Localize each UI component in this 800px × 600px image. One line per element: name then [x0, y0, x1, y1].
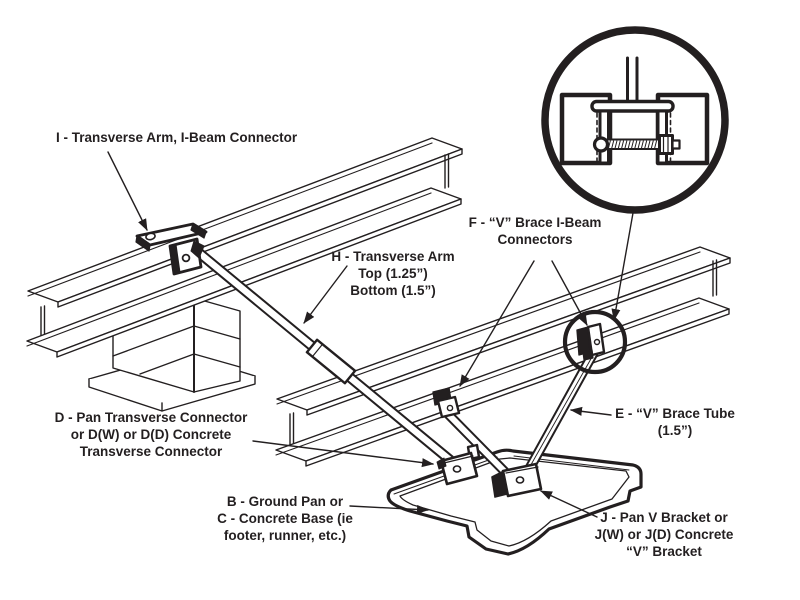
- leader-f-left: [459, 260, 535, 387]
- leader-h: [303, 265, 348, 324]
- leader-d: [252, 440, 434, 468]
- detail-inset-circle: [541, 26, 729, 214]
- d-pan-transverse-connector: [436, 443, 481, 486]
- leader-i: [107, 151, 148, 231]
- upper-i-beam: [26, 137, 463, 358]
- f-connector-left: [432, 387, 461, 419]
- label-h-arm: H - Transverse Arm Top (1.25”) Bottom (1…: [331, 249, 455, 298]
- inset-through-bolt: [592, 134, 681, 155]
- i-beam-connector: [135, 222, 208, 276]
- arm-coupler-sleeve: [305, 338, 357, 385]
- label-i-connector: I - Transverse Arm, I-Beam Connector: [56, 130, 298, 145]
- leader-b-c: [349, 504, 429, 514]
- label-j-bracket: J - Pan V Bracket or J(W) or J(D) Concre…: [594, 510, 734, 559]
- f-connector-right: [576, 322, 606, 361]
- detail-target-circle: [562, 309, 628, 375]
- inset-connector-cap: [590, 99, 675, 113]
- leader-f-right: [551, 260, 588, 326]
- label-f-connectors: F - “V” Brace I-Beam Connectors: [468, 215, 602, 247]
- leader-e: [570, 406, 612, 416]
- inset-brace-tube: [626, 56, 639, 104]
- label-d-connector: D - Pan Transverse Connector or D(W) or …: [54, 410, 248, 459]
- label-b-c-base: B - Ground Pan or C - Concrete Base (ie …: [217, 494, 353, 543]
- label-e-tube: E - “V” Brace Tube (1.5”): [615, 406, 735, 438]
- leader-j: [540, 490, 598, 518]
- leader-inset: [611, 212, 634, 321]
- j-pan-v-bracket: [491, 462, 543, 498]
